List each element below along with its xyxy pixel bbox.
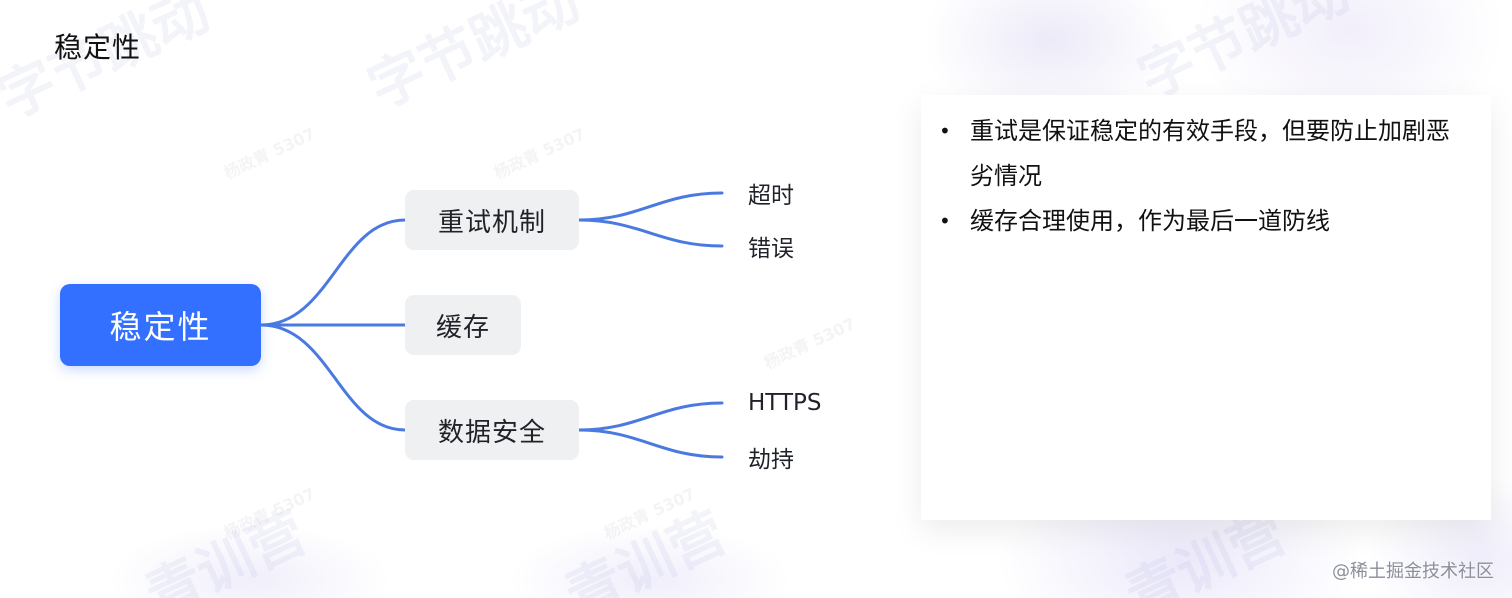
mindmap-leaf-hijack[interactable]: 劫持	[748, 440, 794, 474]
leaf-label: HTTPS	[748, 390, 822, 416]
mindmap-node-cache[interactable]: 缓存	[405, 295, 521, 355]
bullet-icon: •	[939, 209, 951, 233]
root-node-label: 稳定性	[109, 308, 212, 346]
connector-security-https	[577, 401, 724, 432]
connector-security-hijack	[577, 428, 724, 459]
notes-item-text: 缓存合理使用，作为最后一道防线	[970, 207, 1330, 235]
slide-title: 稳定性	[54, 31, 142, 64]
mindmap-leaf-timeout[interactable]: 超时	[748, 176, 794, 210]
leaf-label: 错误	[748, 236, 794, 262]
source-credit: @稀土掘金技术社区	[1332, 561, 1494, 582]
notes-item-text: 重试是保证稳定的有效手段，但要防止加剧恶劣情况	[970, 117, 1450, 190]
notes-card: • 重试是保证稳定的有效手段，但要防止加剧恶劣情况 • 缓存合理使用，作为最后一…	[921, 95, 1491, 520]
mindmap-leaf-error[interactable]: 错误	[748, 229, 794, 263]
mindmap-node-data-security[interactable]: 数据安全	[405, 400, 579, 460]
connector-retry-timeout	[577, 191, 724, 222]
notes-item: • 缓存合理使用，作为最后一道防线	[933, 199, 1461, 244]
mindmap-node-retry[interactable]: 重试机制	[405, 190, 579, 250]
mindmap-root-node[interactable]: 稳定性	[60, 284, 261, 366]
mindmap-connectors	[259, 191, 724, 459]
connector-retry-error	[577, 218, 724, 248]
notes-item: • 重试是保证稳定的有效手段，但要防止加剧恶劣情况	[933, 109, 1461, 199]
leaf-label: 超时	[748, 183, 794, 209]
background-decoration	[0, 480, 880, 598]
connector-root-security	[259, 323, 407, 432]
connector-root-retry	[259, 218, 407, 327]
leaf-label: 劫持	[748, 447, 794, 473]
mindmap-leaf-https[interactable]: HTTPS	[748, 386, 821, 420]
node-label: 缓存	[435, 312, 490, 343]
notes-list: • 重试是保证稳定的有效手段，但要防止加剧恶劣情况 • 缓存合理使用，作为最后一…	[921, 95, 1491, 244]
node-label: 数据安全	[437, 417, 546, 448]
node-label: 重试机制	[437, 207, 546, 238]
bullet-icon: •	[939, 119, 951, 143]
